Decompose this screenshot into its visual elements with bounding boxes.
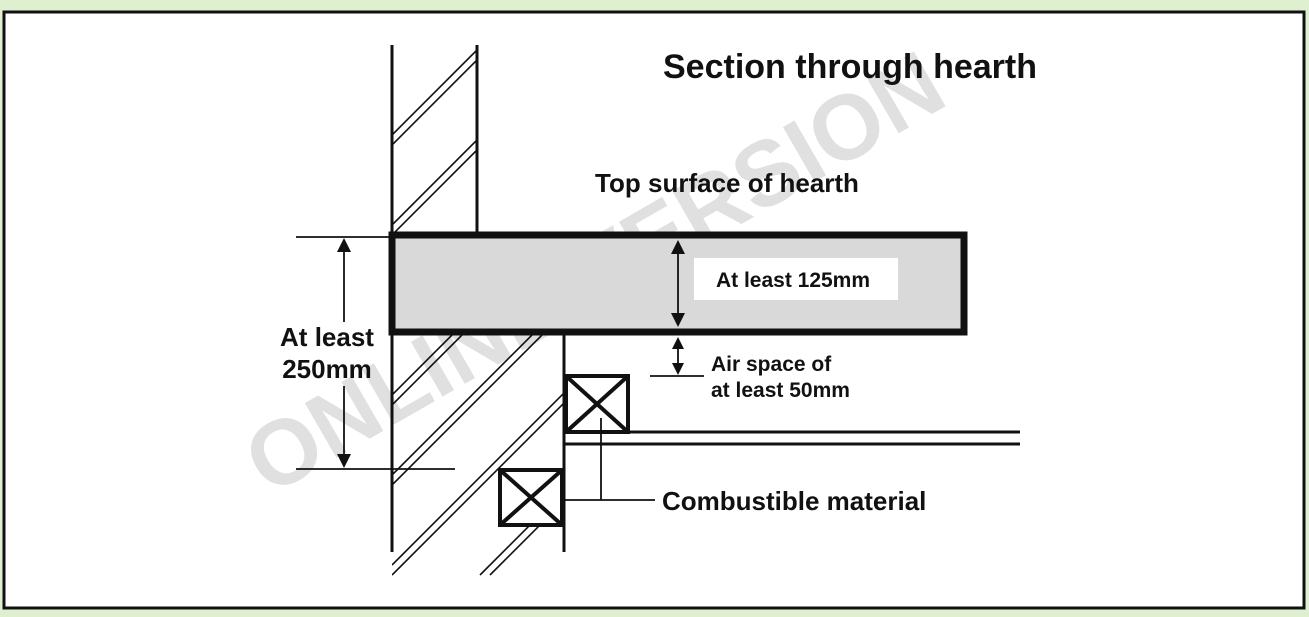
arrow-up-250 [337, 238, 351, 252]
air-space-label-line2: at least 50mm [711, 379, 850, 402]
floor-lines [564, 430, 1020, 446]
air-space-label-line1: Air space of [711, 353, 832, 376]
arrow-down-air [672, 363, 684, 375]
joist-box-lower [498, 468, 564, 527]
air-space-dimension [650, 348, 704, 377]
combustible-leader [562, 418, 655, 501]
hearth-thickness-label: At least 125mm [716, 269, 870, 292]
combustible-material-label: Combustible material [662, 486, 926, 516]
top-surface-label: Top surface of hearth [595, 168, 859, 198]
total-depth-dimension [296, 236, 455, 470]
arrow-down-250 [337, 454, 351, 468]
total-depth-label-line1: At least [280, 322, 374, 352]
arrow-down-125 [671, 313, 685, 327]
total-depth-label-line2: 250mm [282, 354, 372, 384]
hearth-thickness-label-box [694, 258, 898, 300]
wall-upper [390, 45, 479, 235]
arrow-up-air [672, 337, 684, 349]
arrow-up-125 [671, 240, 685, 254]
diagram-title: Section through hearth [663, 48, 1037, 86]
joist-box-upper [564, 374, 630, 434]
